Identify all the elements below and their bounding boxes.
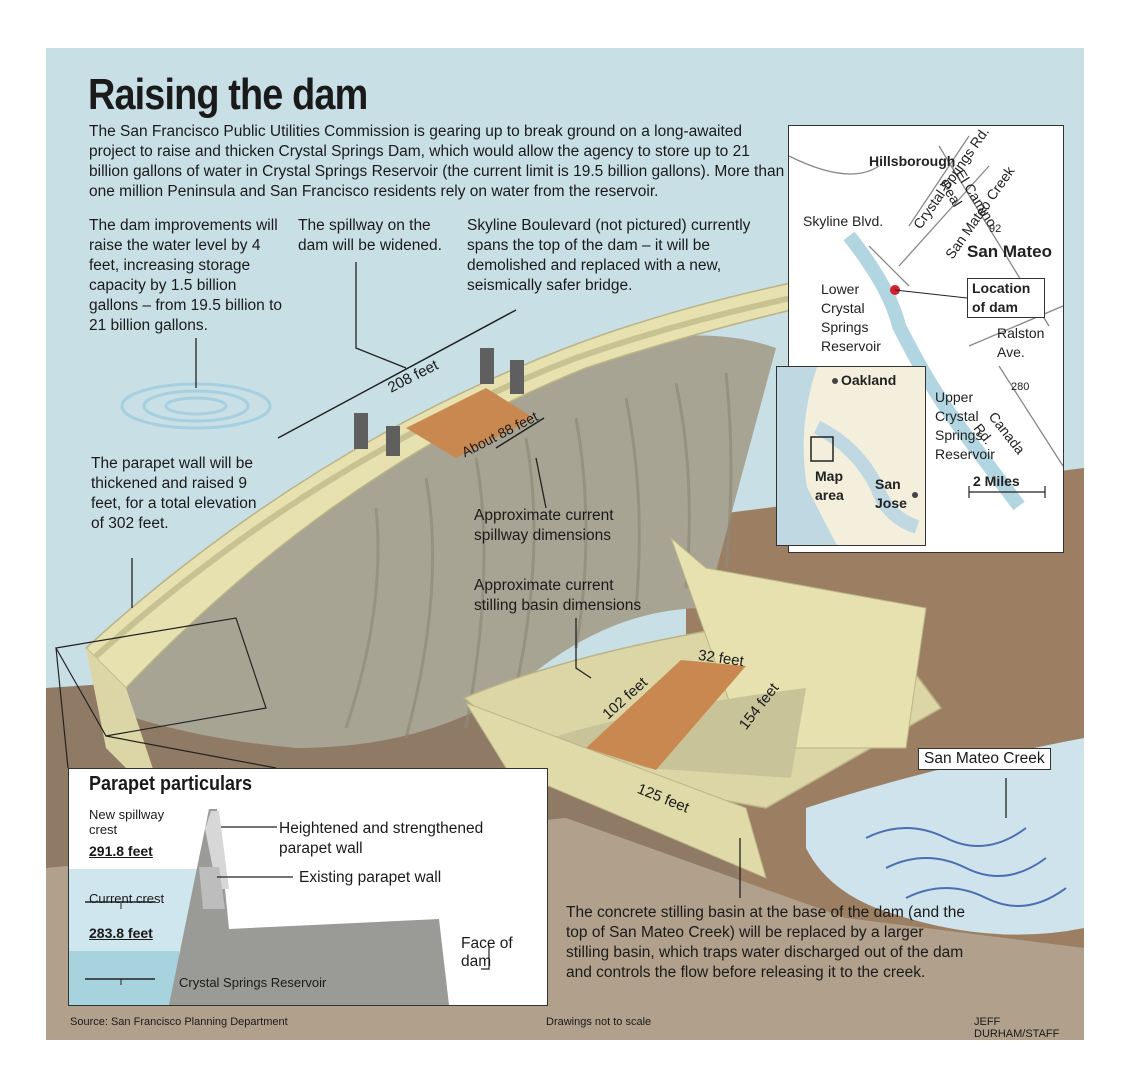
parapet-wall (91, 295, 792, 661)
creek-label: San Mateo Creek (918, 748, 1051, 770)
current-crest-label: Current crest (89, 891, 165, 906)
note-spillway: The spillway on the dam will be widened. (298, 217, 442, 254)
basin-orange-zone (586, 660, 746, 770)
map-hwy92: 92 (989, 223, 1002, 235)
note-basin-dims: Approximate current stilling basin dimen… (474, 577, 642, 614)
new-crest-value: 291.8 feet (89, 843, 153, 859)
inset-shapes (777, 367, 925, 545)
heightened-label: Heightened and strengthened parapet wall (279, 820, 484, 857)
dam-face (106, 335, 776, 748)
parapet-title: Parapet particulars (89, 773, 253, 795)
parapet-particulars-box: Parapet particulars New spillway crest 2… (68, 768, 548, 1006)
dam-illustration (46, 262, 1084, 1040)
map-ralston: Ralston Ave. (997, 325, 1045, 360)
note-spillway-dims: Approximate current spillway dimensions (474, 507, 614, 544)
inset-san-jose: San Jose (875, 476, 907, 511)
map-lower-reservoir: Lower Crystal Springs Reservoir (821, 281, 881, 354)
infographic-panel: Raising the dam The San Francisco Public… (46, 48, 1084, 1040)
reservoir-label: Crystal Springs Reservoir (179, 975, 327, 990)
map-hwy280: 280 (1011, 381, 1030, 393)
new-crest-label: New spillway crest (89, 807, 165, 837)
map-hillsborough: Hillsborough (869, 153, 956, 169)
credit: JEFF DURHAM/STAFF (974, 1016, 1060, 1040)
basin-lower-wall (464, 702, 767, 879)
map-san-mateo: San Mateo (967, 242, 1053, 261)
parapet-callout (55, 617, 277, 769)
spillway-zone (406, 388, 534, 458)
creek-water (806, 738, 1084, 935)
leader-lines (131, 262, 1007, 898)
spillway-dim-line (277, 309, 517, 439)
note-basin: The concrete stilling basin at the base … (566, 904, 965, 981)
map-scale: 2 Miles (973, 473, 1020, 489)
inset-oakland: Oakland (841, 372, 897, 388)
intro-text: The San Francisco Public Utilities Commi… (89, 123, 785, 200)
creek-swirls (865, 827, 1067, 907)
current-crest-value: 283.8 feet (89, 925, 153, 941)
inset-map: Oakland Map area San Jose (776, 366, 926, 546)
water-ripple (120, 382, 272, 430)
source-note: Source: San Francisco Planning Departmen… (70, 1016, 288, 1028)
parapet-diagram (69, 769, 490, 1005)
note-skyline: Skyline Boulevard (not pictured) current… (467, 217, 751, 294)
scale-note: Drawings not to scale (546, 1016, 652, 1028)
map-location: Location of dam (967, 278, 1045, 318)
note-water-level: The dam improvements will raise the wate… (89, 217, 283, 334)
page-title: Raising the dam (88, 70, 368, 119)
inset-map-area: Map area (815, 468, 844, 503)
existing-label: Existing parapet wall (299, 869, 442, 886)
face-label: Face of dam (461, 935, 513, 970)
map-skyline: Skyline Blvd. (803, 213, 884, 229)
spillway-piers (354, 348, 524, 456)
note-parapet: The parapet wall will be thickened and r… (91, 455, 257, 532)
map-upper-reservoir: Upper Crystal Springs Reservoir (935, 389, 995, 462)
